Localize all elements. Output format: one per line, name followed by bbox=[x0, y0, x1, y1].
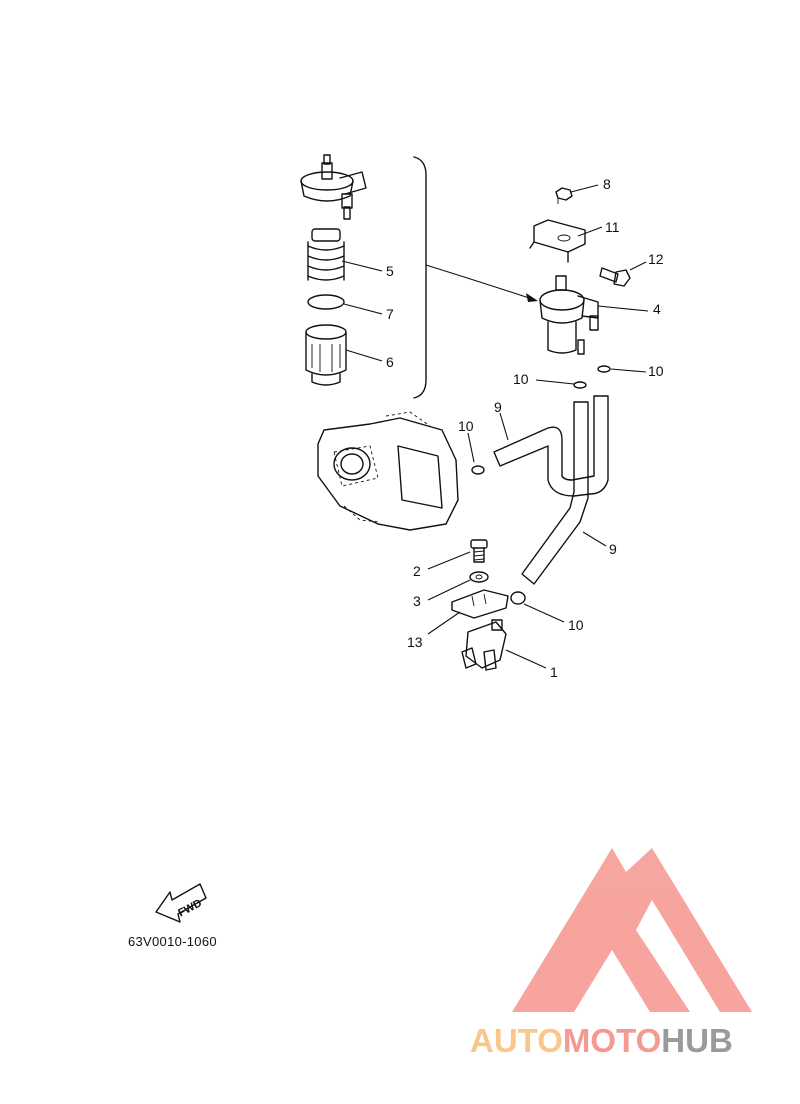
fuel-hose-part-9a bbox=[493, 395, 609, 497]
callout-5: 5 bbox=[386, 263, 394, 279]
diagram-code: 63V0010-1060 bbox=[128, 934, 217, 949]
watermark-moto: MOTO bbox=[563, 1022, 661, 1059]
callout-2: 2 bbox=[413, 563, 421, 579]
callout-8: 8 bbox=[603, 176, 611, 192]
callout-1: 1 bbox=[550, 664, 558, 680]
callout-9-b: 9 bbox=[609, 541, 617, 557]
nut-part-8 bbox=[555, 187, 573, 204]
callout-13: 13 bbox=[407, 634, 423, 650]
callout-9-a: 9 bbox=[494, 399, 502, 415]
bracket-part-11 bbox=[529, 219, 586, 263]
group-arrow-head bbox=[526, 293, 538, 302]
clip-part-10a bbox=[573, 381, 587, 389]
group-bracket bbox=[413, 156, 427, 399]
callout-3: 3 bbox=[413, 593, 421, 609]
bracket-part-13 bbox=[451, 589, 509, 619]
callout-12: 12 bbox=[648, 251, 664, 267]
watermark-logo-icon bbox=[512, 848, 752, 1012]
callout-10-a: 10 bbox=[513, 371, 529, 387]
watermark-hub: HUB bbox=[661, 1022, 733, 1059]
clip-part-10c bbox=[471, 465, 485, 475]
bolt-part-12 bbox=[599, 267, 631, 287]
leader-lines bbox=[341, 184, 649, 669]
screw-part-2 bbox=[470, 539, 488, 563]
callout-10-b: 10 bbox=[648, 363, 664, 379]
callout-11: 11 bbox=[605, 219, 620, 235]
group-arrow bbox=[425, 264, 536, 301]
fwd-arrow-icon: FWD bbox=[155, 883, 207, 923]
fwd-label: FWD bbox=[176, 897, 204, 919]
filter-cup-part-6 bbox=[305, 324, 347, 386]
watermark-auto: AUTO bbox=[470, 1022, 563, 1059]
spring-part-5 bbox=[307, 228, 345, 281]
callout-4: 4 bbox=[653, 301, 661, 317]
filter-head-exploded bbox=[300, 154, 367, 220]
carburetor bbox=[317, 411, 459, 531]
clip-part-10d bbox=[510, 591, 526, 605]
callout-6: 6 bbox=[386, 354, 394, 370]
callout-10-d: 10 bbox=[568, 617, 584, 633]
washer-part-3 bbox=[469, 571, 489, 583]
callout-10-c: 10 bbox=[458, 418, 474, 434]
fuel-filter-part-4 bbox=[539, 275, 599, 355]
fuel-hose-part-9b bbox=[521, 401, 589, 585]
o-ring-part-7 bbox=[307, 294, 345, 310]
fuel-joint-part-1 bbox=[461, 619, 507, 671]
callout-7: 7 bbox=[386, 306, 394, 322]
watermark-text: AUTOMOTOHUB bbox=[470, 1022, 733, 1059]
clip-part-10b bbox=[597, 365, 611, 373]
